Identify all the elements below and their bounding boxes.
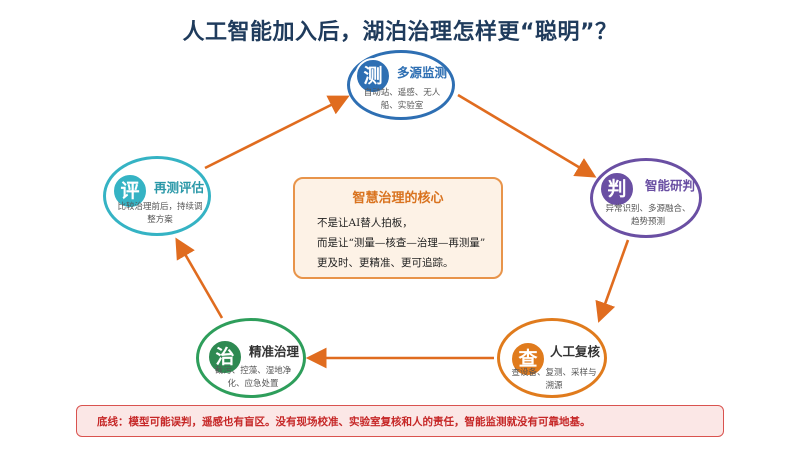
banner-text: 底线：模型可能误判，遥感也有盲区。没有现场校准、实验室复核和人的责任，智能监测就… bbox=[97, 416, 591, 428]
node-intelligent-analysis: 判 智能研判 异常识别、多源融合、趋势预测 bbox=[590, 158, 702, 238]
badge-evaluate: 评 bbox=[112, 173, 148, 209]
core-title: 智慧治理的核心 bbox=[352, 191, 444, 206]
bottom-line-banner: 底线：模型可能误判，遥感也有盲区。没有现场校准、实验室复核和人的责任，智能监测就… bbox=[76, 405, 724, 437]
node-title: 再测评估 bbox=[154, 180, 205, 195]
node-description: 异常识别、多源融合、趋势预测 bbox=[605, 204, 691, 227]
core-line-3: 更及时、更精准、更可追踪。 bbox=[317, 257, 454, 269]
node-title: 多源监测 bbox=[397, 65, 448, 80]
core-principle-box: 智慧治理的核心 不是让AI替人拍板， 而是让“测量—核查—治理—再测量” 更及时… bbox=[293, 177, 503, 279]
arrow-eval-to-monitor bbox=[204, 95, 350, 170]
node-description: 比较治理前后，持续调整方案 bbox=[117, 202, 203, 225]
badge-govern: 治 bbox=[207, 339, 243, 375]
node-manual-review: 查 人工复核 查设备、复测、采样与溯源 bbox=[497, 318, 607, 398]
node-title: 人工复核 bbox=[550, 344, 601, 359]
node-description: 查设备、复测、采样与溯源 bbox=[511, 368, 597, 391]
badge-check: 查 bbox=[510, 341, 546, 377]
badge-measure: 测 bbox=[355, 58, 391, 94]
core-line-1: 不是让AI替人拍板， bbox=[317, 217, 413, 229]
arrow-judge-to-check bbox=[595, 239, 630, 323]
arrow-monitor-to-judge bbox=[457, 93, 597, 178]
badge-judge: 判 bbox=[599, 171, 635, 207]
page-title: 人工智能加入后，湖泊治理怎样更“聪明”？ bbox=[182, 20, 618, 45]
node-precise-governance: 治 精准治理 截污、控藻、湿地净化、应急处置 bbox=[196, 318, 306, 398]
node-re-evaluation: 评 再测评估 比较治理前后，持续调整方案 bbox=[103, 156, 211, 236]
node-description: 自动站、遥感、无人船、实验室 bbox=[363, 88, 441, 111]
node-title: 智能研判 bbox=[645, 178, 696, 193]
node-title: 精准治理 bbox=[249, 344, 300, 359]
arrow-govern-to-eval bbox=[175, 237, 224, 319]
core-line-2: 而是让“测量—核查—治理—再测量” bbox=[317, 237, 486, 249]
node-description: 截污、控藻、湿地净化、应急处置 bbox=[214, 366, 292, 389]
node-multi-source-monitoring: 测 多源监测 自动站、遥感、无人船、实验室 bbox=[347, 50, 455, 120]
